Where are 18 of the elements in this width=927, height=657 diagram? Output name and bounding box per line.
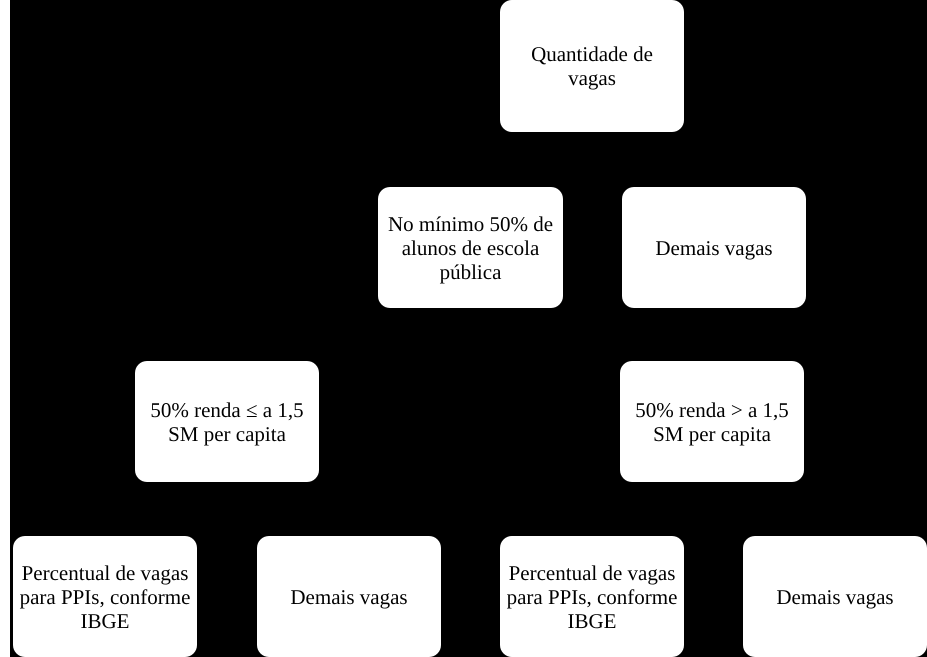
rounded-box <box>500 536 684 657</box>
box-text: Demais vagas <box>776 584 894 608</box>
box-text: Quantidade de vagas <box>530 42 654 90</box>
box-text: Demais vagas <box>290 584 408 608</box>
rounded-box <box>378 187 563 308</box>
box-text: Percentual de vagas para PPIs, conforme IBGE <box>19 560 191 632</box>
rounded-box <box>257 536 441 657</box>
box-text: 50% renda > a 1,5 SM per capita <box>634 398 790 446</box>
box-text: No mínimo 50% de alunos de escola pública <box>386 212 554 284</box>
rounded-box <box>500 0 684 132</box>
rounded-box <box>135 361 319 482</box>
rounded-box <box>743 536 927 657</box>
rounded-box <box>13 536 197 657</box>
box-text: Percentual de vagas para PPIs, conforme IBGE <box>506 560 678 632</box>
rounded-box <box>620 361 804 482</box>
rounded-box <box>622 187 806 308</box>
box-text: 50% renda ≤ a 1,5 SM per capita <box>149 398 305 446</box>
box-text: Demais vagas <box>655 236 773 260</box>
